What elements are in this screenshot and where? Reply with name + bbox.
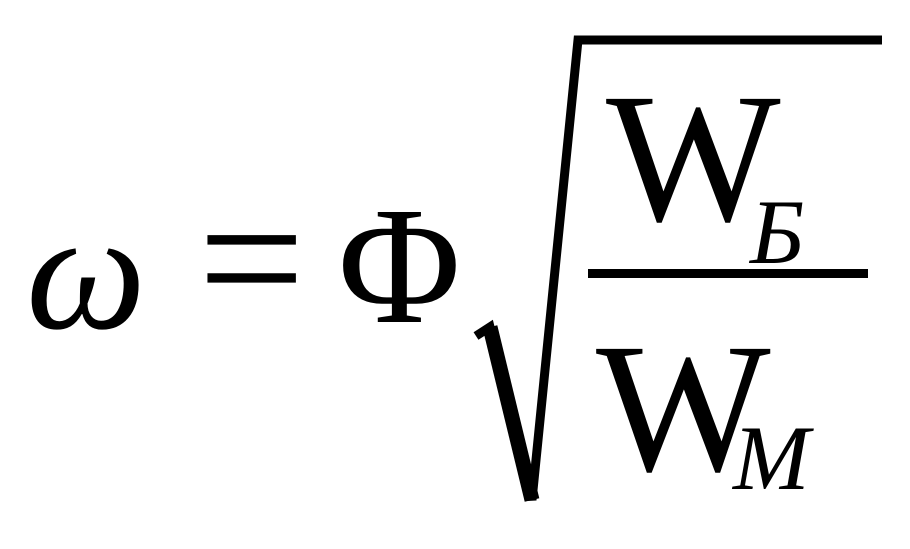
omega-symbol: ω (26, 177, 147, 365)
phi-symbol: Φ (338, 173, 461, 359)
fraction-bar (588, 269, 868, 278)
numerator-symbol: W (606, 56, 781, 261)
numerator-subscript: Б (750, 181, 805, 283)
equals-sign: = (198, 154, 306, 364)
denominator-subscript: М (733, 407, 810, 509)
denominator-symbol: W (596, 306, 771, 511)
